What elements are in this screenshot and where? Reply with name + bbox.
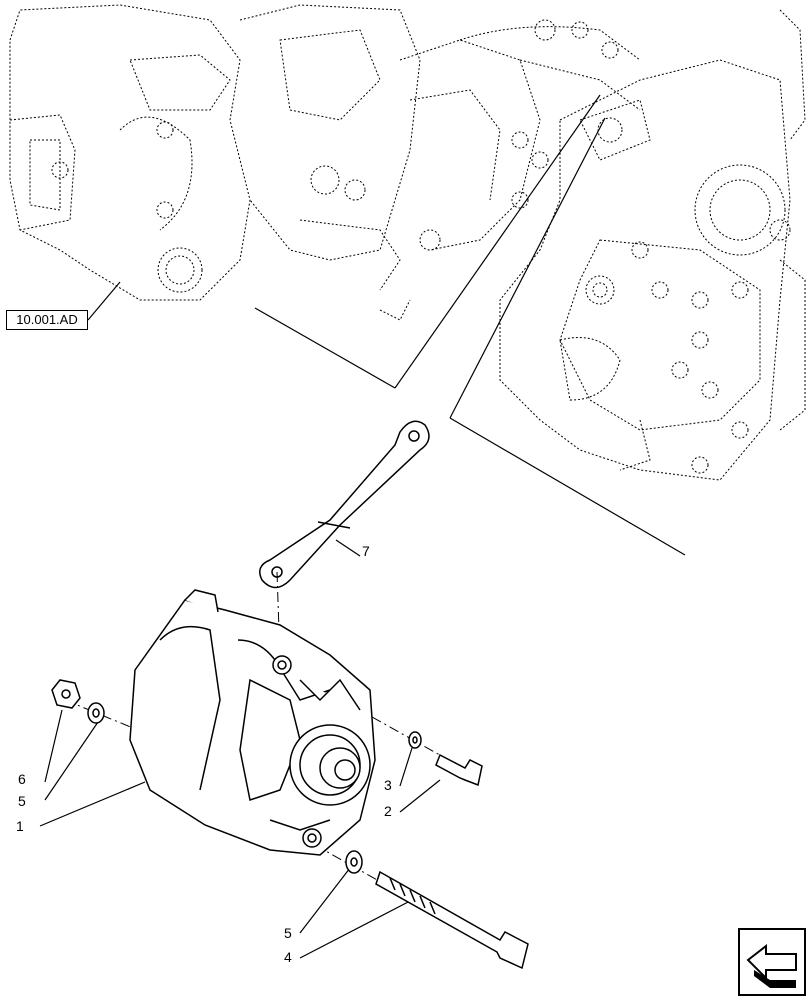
bolt-part-4 xyxy=(375,870,529,970)
fasteners xyxy=(51,679,529,970)
callout-7: 7 xyxy=(362,543,370,559)
previous-page-arrow-icon xyxy=(746,943,797,988)
previous-page-button[interactable] xyxy=(738,928,806,996)
callout-2: 2 xyxy=(384,803,392,819)
bracket-part-7 xyxy=(259,420,430,589)
bolt-part-2 xyxy=(435,753,483,787)
engine-block-dotted xyxy=(9,4,806,481)
leader-lines xyxy=(39,94,686,959)
callout-6: 6 xyxy=(18,771,26,787)
callout-1: 1 xyxy=(16,818,24,834)
callout-3: 3 xyxy=(384,777,392,793)
reference-label-box[interactable]: 10.001.AD xyxy=(6,310,88,330)
callout-5-lower: 5 xyxy=(284,925,292,941)
callout-5-upper: 5 xyxy=(18,793,26,809)
alternator-part-1 xyxy=(129,589,376,856)
callout-4: 4 xyxy=(284,949,292,965)
